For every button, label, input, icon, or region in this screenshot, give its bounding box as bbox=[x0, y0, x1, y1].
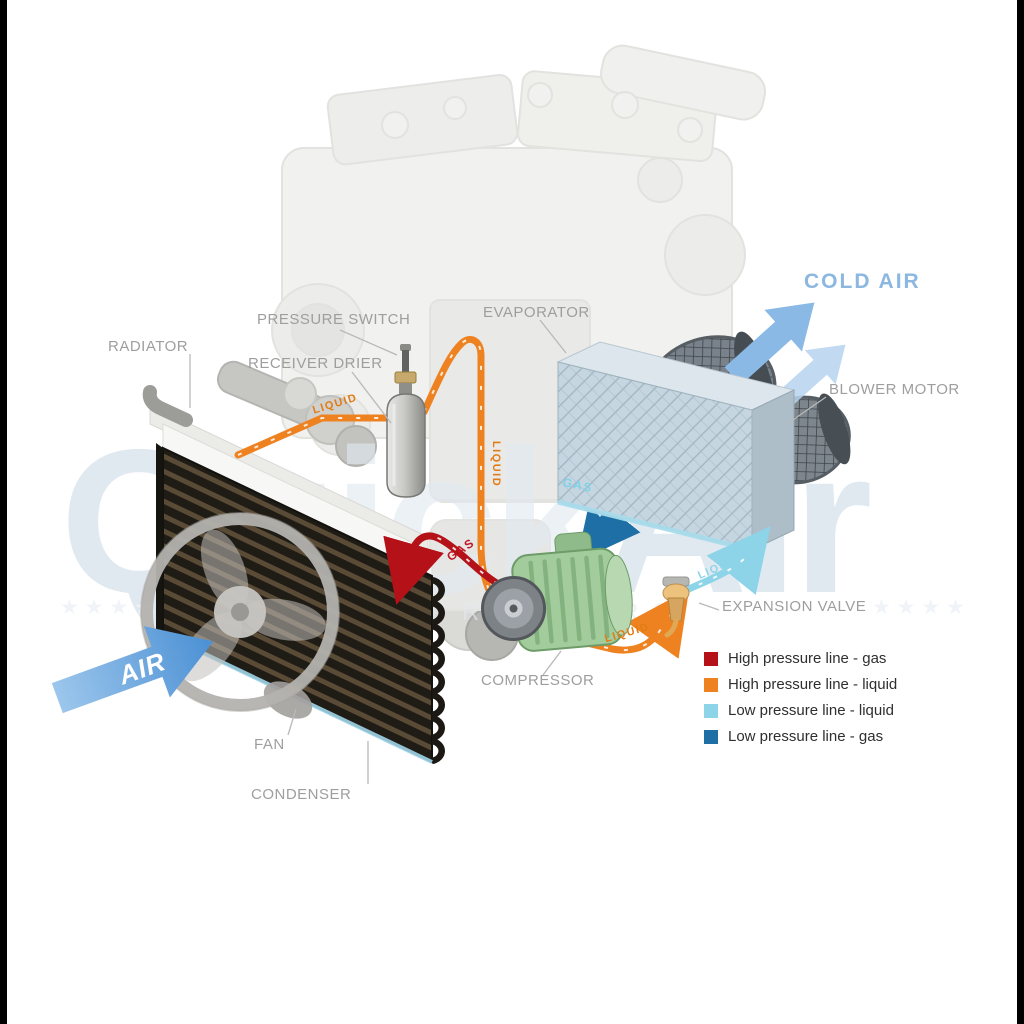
air-arrow-label: AIR bbox=[114, 646, 170, 691]
leader-line-evaporator bbox=[539, 319, 567, 354]
evaporator-label: EVAPORATOR bbox=[483, 304, 590, 321]
legend-row: Low pressure line - gas bbox=[704, 728, 897, 745]
air-arrow: AIR bbox=[51, 626, 214, 714]
leader-line-blower-motor bbox=[786, 396, 827, 425]
legend-swatch-low-pressure-gas bbox=[704, 729, 718, 744]
pipe-high-pressure-liquid bbox=[234, 336, 690, 659]
pipe-low-pressure-liquid-arrows bbox=[683, 557, 746, 592]
leader-line-pressure-switch bbox=[339, 329, 398, 356]
radiator-label: RADIATOR bbox=[108, 338, 189, 355]
image-border-left bbox=[0, 0, 7, 1024]
leader-line-compressor bbox=[542, 650, 562, 676]
leader-line-receiver-drier bbox=[351, 371, 392, 424]
receiver-drier-label: RECEIVER DRIER bbox=[248, 355, 383, 372]
expansion-valve bbox=[662, 576, 690, 638]
legend-row: High pressure line - liquid bbox=[704, 676, 897, 693]
liquid-down-label: LIQUID bbox=[490, 441, 502, 487]
legend-label: Low pressure line - gas bbox=[728, 728, 884, 745]
compressor-label: COMPRESSOR bbox=[481, 672, 595, 689]
compressor bbox=[481, 531, 633, 652]
blower-motor-label: BLOWER MOTOR bbox=[829, 381, 960, 398]
cold-air-label: COLD AIR bbox=[804, 270, 921, 293]
watermark-stars-right: ★ ★ ★ ★ bbox=[872, 596, 965, 619]
legend-label: High pressure line - liquid bbox=[728, 676, 898, 693]
fan-label: FAN bbox=[254, 736, 285, 753]
expansion-valve-label: EXPANSION VALVE bbox=[722, 598, 867, 615]
radiator-inlet-pipe bbox=[142, 385, 193, 427]
leader-line-fan bbox=[287, 708, 297, 736]
leader-line-expansion-valve bbox=[698, 602, 720, 611]
legend-swatch-low-pressure-liquid bbox=[704, 703, 718, 718]
legend-label: Low pressure line - liquid bbox=[728, 702, 894, 719]
pressure-switch bbox=[394, 344, 417, 394]
condenser-label: CONDENSER bbox=[251, 786, 352, 803]
pressure-switch-label: PRESSURE SWITCH bbox=[257, 311, 411, 328]
legend-swatch-high-pressure-liquid bbox=[704, 677, 718, 692]
watermark-stars-left: ★ ★ ★ ★ bbox=[60, 596, 153, 619]
leader-lines bbox=[189, 319, 827, 784]
evaporator bbox=[556, 341, 796, 553]
legend-row: High pressure line - gas bbox=[704, 650, 897, 667]
pipe-low-pressure-liquid bbox=[680, 526, 771, 596]
legend: High pressure line - gas High pressure l… bbox=[704, 650, 897, 754]
legend-swatch-high-pressure-gas bbox=[704, 651, 718, 666]
legend-label: High pressure line - gas bbox=[728, 650, 887, 667]
image-border-right bbox=[1017, 0, 1024, 1024]
gas-suction-label: GAS bbox=[561, 475, 594, 495]
receiver-drier bbox=[386, 344, 426, 498]
legend-row: Low pressure line - liquid bbox=[704, 702, 897, 719]
